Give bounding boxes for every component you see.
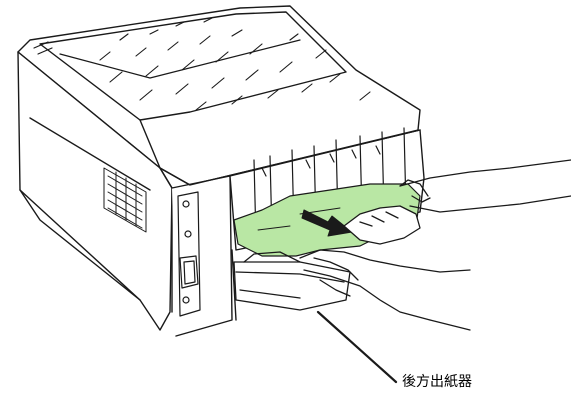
printer-body (17, 5, 425, 337)
rear-output-tray (233, 251, 351, 311)
side-vent-grille (103, 167, 147, 233)
top-cover-texture (33, 17, 371, 111)
rear-output-tray-label: 後方出紙器 (402, 374, 472, 390)
rear-connector-panel (177, 191, 201, 317)
pull-direction-arrow-icon (301, 209, 353, 237)
hands-illustration (299, 159, 571, 331)
callout-leader-line (316, 310, 398, 384)
